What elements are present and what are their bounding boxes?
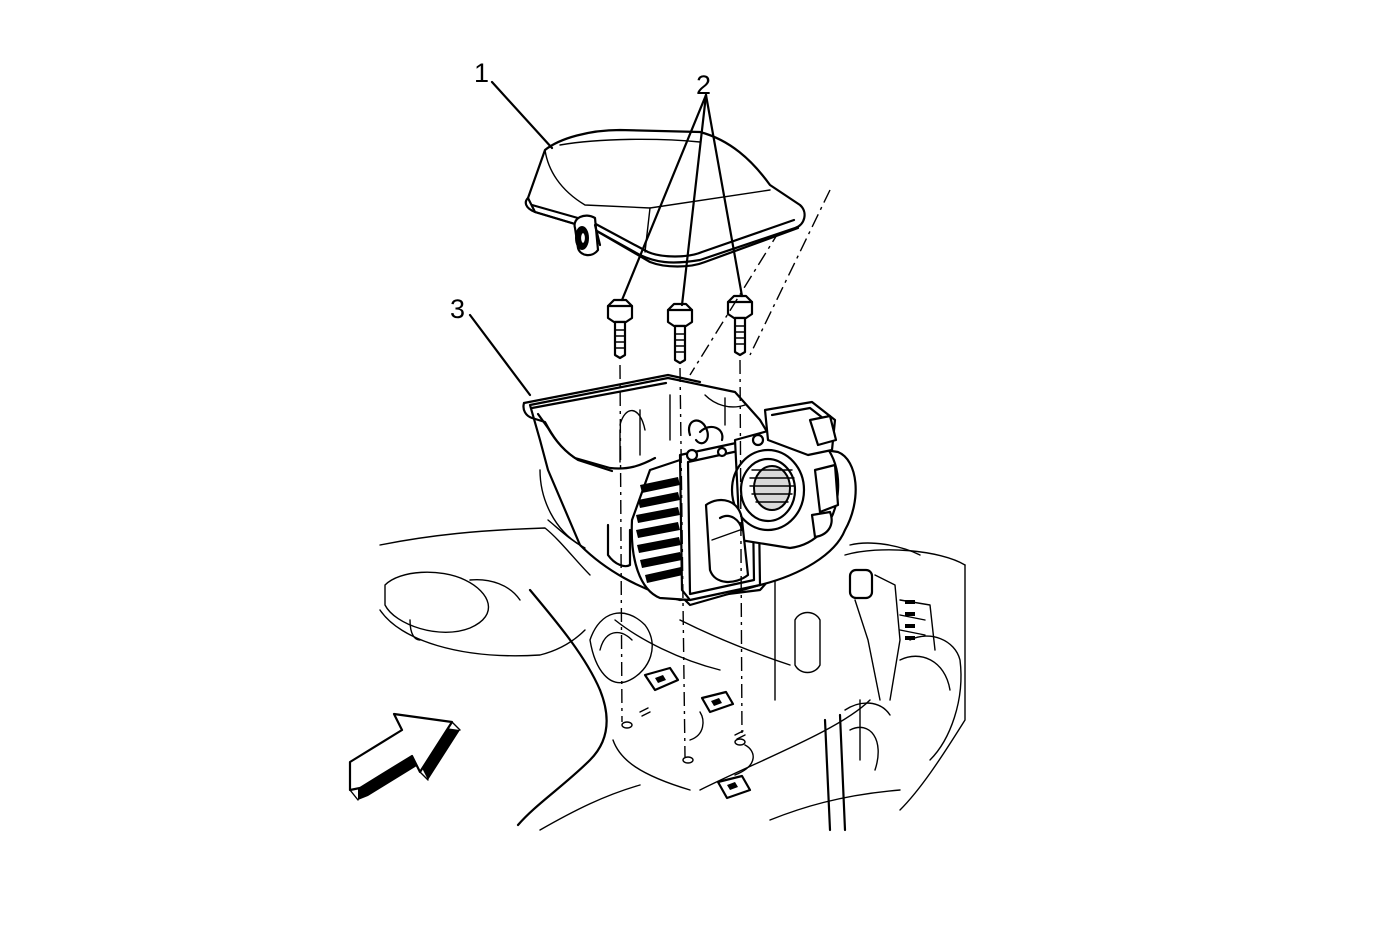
grommet-left (643, 666, 680, 692)
callout-3-housing: 3 (450, 294, 466, 324)
leader-lines (468, 80, 744, 397)
air-cleaner-lid (524, 128, 806, 268)
grommet-front (716, 774, 752, 800)
mounting-grommets (621, 666, 754, 800)
grommet-center (700, 690, 735, 714)
bolt-alignment-lines (619, 189, 831, 758)
engine-bay-background (379, 527, 966, 832)
duct-ribs (636, 477, 683, 583)
bolt-center (666, 302, 694, 365)
callout-1-lid: 1 (474, 58, 490, 88)
callout-2-bolts: 2 (696, 70, 712, 100)
bolt-left (606, 298, 634, 360)
front-arrow-icon (348, 712, 461, 801)
throttle-body-assembly (630, 400, 857, 607)
bolt-right (726, 294, 754, 357)
